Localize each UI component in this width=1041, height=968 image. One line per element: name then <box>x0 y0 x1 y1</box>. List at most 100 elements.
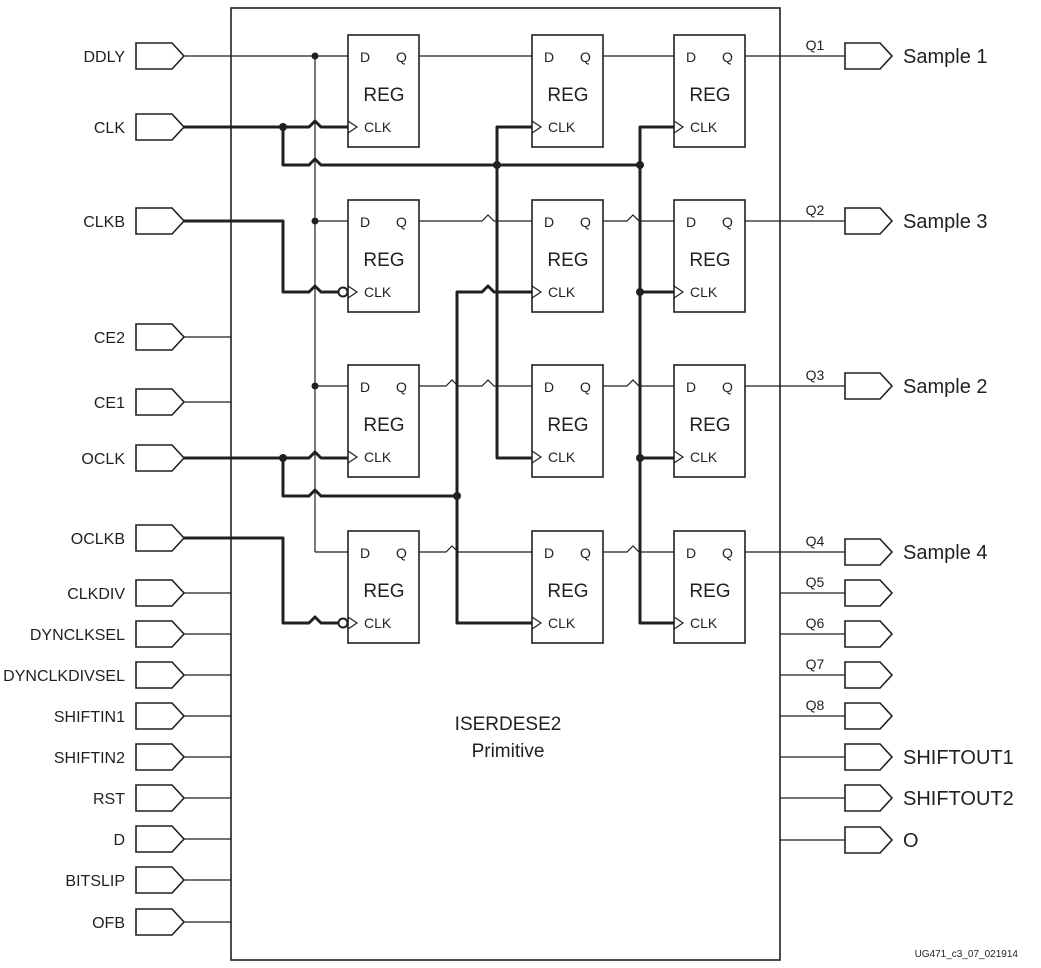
input-pin-bitslip: BITSLIP <box>65 866 186 894</box>
output-port-icon <box>844 579 894 607</box>
reg-name-label: REG <box>547 85 588 106</box>
input-port-icon <box>135 207 186 235</box>
reg-q-label: Q <box>396 379 407 395</box>
input-pin-ofb: OFB <box>92 908 186 936</box>
register-r4-c2: D Q REG CLK <box>531 530 604 644</box>
reg-q-label: Q <box>722 214 733 230</box>
output-pin-name: Q8 <box>806 697 825 713</box>
reg-clk-label: CLK <box>548 449 576 465</box>
input-pin-label: CLKB <box>83 214 125 231</box>
input-port-icon <box>135 113 186 141</box>
input-pin-clkdiv: CLKDIV <box>67 579 186 607</box>
output-pin-name: Q5 <box>806 574 825 590</box>
reg-q-label: Q <box>396 545 407 561</box>
reg-q-label: Q <box>722 545 733 561</box>
reg-clk-label: CLK <box>690 119 718 135</box>
input-port-icon <box>135 444 186 472</box>
input-pin-label: DDLY <box>84 49 126 66</box>
clock-edge-icon <box>673 616 685 630</box>
input-pin-clk: CLK <box>94 113 186 141</box>
reg-d-label: D <box>360 49 370 65</box>
reg-d-label: D <box>360 545 370 561</box>
input-pin-ddly: DDLY <box>84 42 186 70</box>
input-pin-label: SHIFTIN2 <box>54 750 125 767</box>
reg-q-label: Q <box>580 379 591 395</box>
reg-q-label: Q <box>722 49 733 65</box>
input-pin-label: SHIFTIN1 <box>54 709 125 726</box>
reg-q-label: Q <box>396 49 407 65</box>
register-grid: D Q REG CLK D Q REG CLK D Q REG CLK D Q REG CLK D Q REG CLK… <box>347 34 746 644</box>
output-pin-name: Q3 <box>806 367 825 383</box>
input-port-icon <box>135 866 186 894</box>
input-port-icon <box>135 702 186 730</box>
reg-clk-label: CLK <box>364 615 392 631</box>
input-pin-oclkb: OCLKB <box>71 524 186 552</box>
clock-edge-icon <box>531 450 543 464</box>
input-port-icon <box>135 825 186 853</box>
reg-d-label: D <box>686 379 696 395</box>
reg-clk-label: CLK <box>690 449 718 465</box>
reg-name-label: REG <box>547 581 588 602</box>
output-pin-q5: Q5 <box>806 574 894 607</box>
reg-d-label: D <box>544 545 554 561</box>
reg-q-label: Q <box>580 545 591 561</box>
input-wires <box>184 55 315 923</box>
output-port-icon <box>844 743 894 771</box>
reg-q-label: Q <box>580 49 591 65</box>
input-pin-label: CLKDIV <box>67 586 125 603</box>
input-pin-label: OCLKB <box>71 531 125 548</box>
reg-clk-label: CLK <box>548 615 576 631</box>
output-pin-name: Q7 <box>806 656 825 672</box>
output-wires <box>745 55 845 841</box>
register-r3-c3: D Q REG CLK <box>673 364 746 478</box>
reg-d-label: D <box>686 49 696 65</box>
reg-name-label: REG <box>689 581 730 602</box>
output-pin-label: Sample 1 <box>903 46 988 68</box>
oclkb-inversion-bubble <box>337 617 349 629</box>
reg-d-label: D <box>360 379 370 395</box>
input-pin-label: DYNCLKSEL <box>30 627 125 644</box>
reg-name-label: REG <box>689 415 730 436</box>
output-pin-label: SHIFTOUT1 <box>903 747 1014 769</box>
output-pin-o: O <box>844 826 919 854</box>
input-pin-label: RST <box>93 791 125 808</box>
input-pin-label: OCLK <box>81 451 125 468</box>
reg-clk-label: CLK <box>690 615 718 631</box>
output-port-icon <box>844 372 894 400</box>
input-pin-label: CLK <box>94 120 125 137</box>
output-port-icon <box>844 661 894 689</box>
register-r4-c3: D Q REG CLK <box>673 530 746 644</box>
reg-name-label: REG <box>547 415 588 436</box>
input-pin-ce2: CE2 <box>94 323 186 351</box>
output-pin-shiftout2: SHIFTOUT2 <box>844 784 1014 812</box>
reg-d-label: D <box>686 545 696 561</box>
reg-name-label: REG <box>363 85 404 106</box>
reg-name-label: REG <box>547 250 588 271</box>
output-pin-name: Q1 <box>806 37 825 53</box>
output-pin-label: SHIFTOUT2 <box>903 788 1014 810</box>
clock-edge-icon <box>347 285 359 299</box>
clock-edge-icon <box>673 120 685 134</box>
output-port-icon <box>844 42 894 70</box>
input-pin-clkb: CLKB <box>83 207 186 235</box>
input-port-icon <box>135 784 186 812</box>
input-port-icon <box>135 620 186 648</box>
clock-edge-icon <box>347 450 359 464</box>
input-pin-label: OFB <box>92 915 125 932</box>
reg-d-label: D <box>686 214 696 230</box>
input-pin-rst: RST <box>93 784 186 812</box>
output-port-icon <box>844 826 894 854</box>
input-pin-label: D <box>113 832 125 849</box>
reg-q-label: Q <box>722 379 733 395</box>
input-port-icon <box>135 42 186 70</box>
input-pin-dynclksel: DYNCLKSEL <box>30 620 186 648</box>
input-pin-ce1: CE1 <box>94 388 186 416</box>
